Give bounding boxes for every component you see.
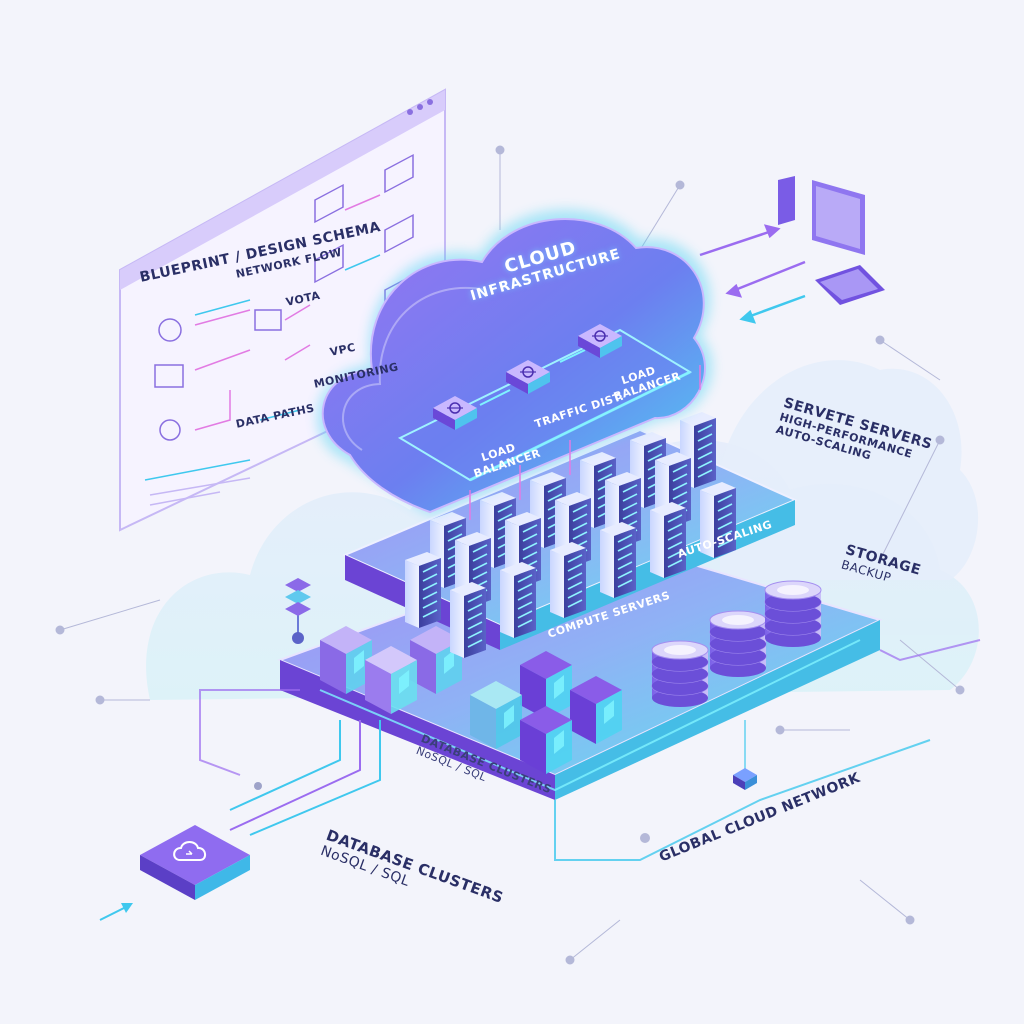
layers-icon <box>285 578 311 644</box>
database-cubes <box>320 626 622 774</box>
storage-disk <box>764 580 822 647</box>
client-devices <box>699 176 885 324</box>
server-rack <box>550 542 586 618</box>
server-rack <box>700 482 736 558</box>
balancer-node <box>433 396 477 430</box>
storage-disk <box>709 610 767 677</box>
server-racks <box>405 412 736 658</box>
database-cube <box>520 651 572 719</box>
server-rack <box>500 562 536 638</box>
balancer-node <box>578 324 622 358</box>
database-cube <box>470 681 522 749</box>
database-cube <box>365 646 417 714</box>
server-rack <box>450 582 486 658</box>
network-hub-icon <box>733 768 757 790</box>
balancer-nodes <box>433 324 622 430</box>
storage-disks <box>651 580 822 707</box>
database-cube <box>520 706 572 774</box>
database-cube <box>320 626 372 694</box>
cloud-sync-icon <box>140 825 250 900</box>
cloud-tray <box>397 328 693 482</box>
storage-disk <box>651 640 709 707</box>
server-rack <box>650 502 686 578</box>
connection-lines <box>99 590 981 921</box>
network-dots <box>55 145 965 965</box>
balancer-node <box>506 360 550 394</box>
server-rack <box>405 552 441 628</box>
tray-arrows <box>469 365 701 520</box>
server-rack <box>600 522 636 598</box>
database-cube <box>570 676 622 744</box>
database-platform <box>277 538 883 800</box>
